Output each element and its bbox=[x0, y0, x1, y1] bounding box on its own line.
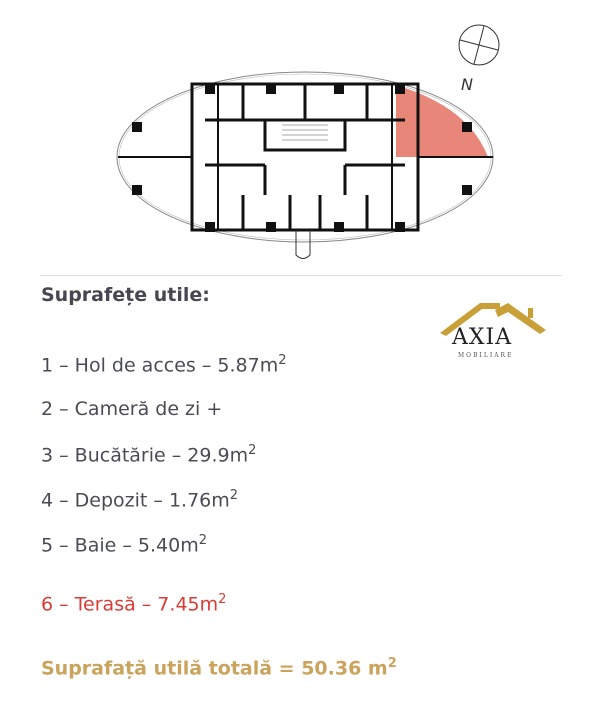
list-item: 4 – Depozit – 1.76m2 bbox=[41, 488, 239, 512]
list-item: 5 – Baie – 5.40m2 bbox=[41, 533, 207, 557]
compass-label: N bbox=[461, 75, 473, 94]
floor-plan: N bbox=[116, 24, 500, 259]
terrace-highlight bbox=[396, 85, 488, 157]
total-area: Suprafață utilă totală = 50.36 m2 bbox=[41, 656, 397, 680]
logo-subtext: MOBILIARE bbox=[458, 352, 514, 359]
divider bbox=[40, 275, 562, 276]
axia-logo-icon bbox=[440, 303, 546, 336]
compass-icon bbox=[458, 24, 500, 66]
section-heading: Suprafețe utile: bbox=[41, 284, 210, 306]
list-item: 3 – Bucătărie – 29.9m2 bbox=[41, 443, 257, 467]
logo-text: AXIA bbox=[452, 325, 513, 350]
list-item: 2 – Cameră de zi + bbox=[41, 398, 223, 420]
list-item-terrace: 6 – Terasă – 7.45m2 bbox=[41, 592, 227, 616]
list-item: 1 – Hol de acces – 5.87m2 bbox=[41, 353, 287, 377]
